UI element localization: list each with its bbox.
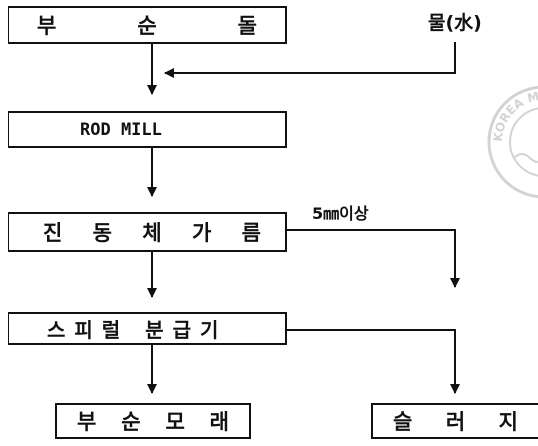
vibrating-screen-char-2: 동 — [92, 221, 112, 245]
sludge-char-2: 러 — [445, 410, 466, 434]
watermark-inner-ring — [509, 107, 538, 177]
crushed-sand-char-3: 모 — [165, 410, 185, 434]
watermark-wave — [513, 153, 538, 163]
crushed-sand-char-2: 순 — [121, 410, 141, 434]
rod-mill-label: ROD MILL — [80, 119, 162, 140]
water-line — [164, 42, 456, 78]
crushed-sand-char-4: 래 — [209, 410, 229, 434]
crushed-sand-char-1: 부 — [77, 410, 97, 434]
spiral-classifier-box: 스피럴 분급기 — [8, 312, 287, 345]
sludge-box: 슬 러 지 — [371, 403, 538, 439]
sludge-char-3: 지 — [498, 410, 518, 434]
sludge-char-1: 슬 — [393, 410, 413, 434]
oversize-label: 5㎜이상 — [312, 204, 369, 223]
vibrating-screen-char-3: 체 — [142, 221, 162, 245]
vibrating-screen-char-1: 진 — [43, 221, 63, 245]
vibrating-screen-char-4: 가 — [191, 221, 212, 245]
crushed-stone-box: 부 순 돌 — [8, 6, 287, 44]
crushed-sand-box: 부 순 모 래 — [55, 403, 251, 439]
crushed-stone-char-2: 순 — [137, 14, 157, 38]
rod-mill-box: ROD MILL — [8, 111, 287, 148]
water-label: 물(水) — [428, 12, 482, 34]
vibrating-screen-box: 진 동 체 가 름 — [8, 212, 287, 252]
crushed-stone-char-3: 돌 — [237, 14, 257, 38]
crushed-stone-char-1: 부 — [37, 14, 57, 38]
oversize-line — [287, 229, 460, 288]
watermark-outer-ring — [487, 85, 538, 199]
vibrating-screen-char-5: 름 — [241, 221, 261, 245]
spiral-classifier-label: 스피럴 분급기 — [47, 318, 228, 342]
sludge-line — [287, 329, 460, 394]
watermark-seal: KOREA MARITIME — [487, 85, 538, 199]
